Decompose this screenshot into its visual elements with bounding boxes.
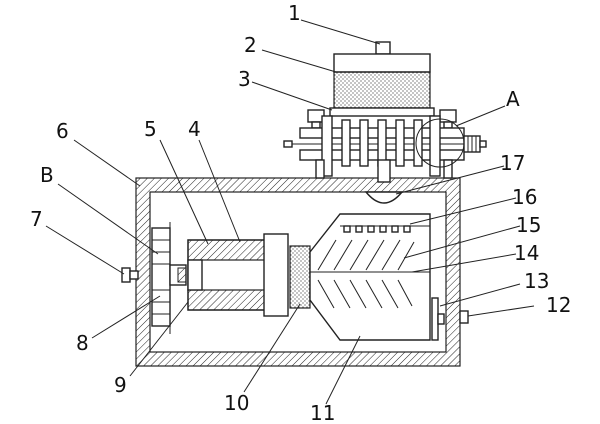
tank-top [333,53,431,73]
callout-10: 10 [224,391,249,415]
callout-a: A [506,87,520,111]
tank-base-plate [329,107,435,117]
callout-6: 6 [56,119,69,143]
callout-9: 9 [114,373,127,397]
spray-nozzles [343,225,411,233]
upper-blades [317,239,415,271]
callout-15: 15 [516,213,541,237]
lower-blades [317,279,413,309]
tank-liquid [333,71,431,109]
leader-lines [45,19,535,405]
callout-13: 13 [524,269,549,293]
mesh-screen [289,245,311,309]
callout-11: 11 [310,401,335,424]
top-assembly [283,41,487,204]
callout-3: 3 [238,67,251,91]
callout-12: 12 [546,293,571,317]
detail-circle-a [415,118,465,168]
callout-labels: 1 2 3 A 4 5 6 B 7 8 9 10 11 12 13 14 15 … [30,1,571,424]
callout-b: B [40,163,54,187]
callout-17: 17 [500,151,525,175]
rotary-drum [187,233,289,317]
flange-disk [151,227,171,327]
callout-8: 8 [76,331,89,355]
callout-4: 4 [188,117,201,141]
callout-16: 16 [512,185,537,209]
callout-7: 7 [30,207,43,231]
funnel-chamber [309,213,431,341]
right-door [431,297,469,341]
callout-5: 5 [144,117,157,141]
callout-2: 2 [244,33,257,57]
callout-1: 1 [288,1,301,25]
callout-14: 14 [514,241,539,265]
